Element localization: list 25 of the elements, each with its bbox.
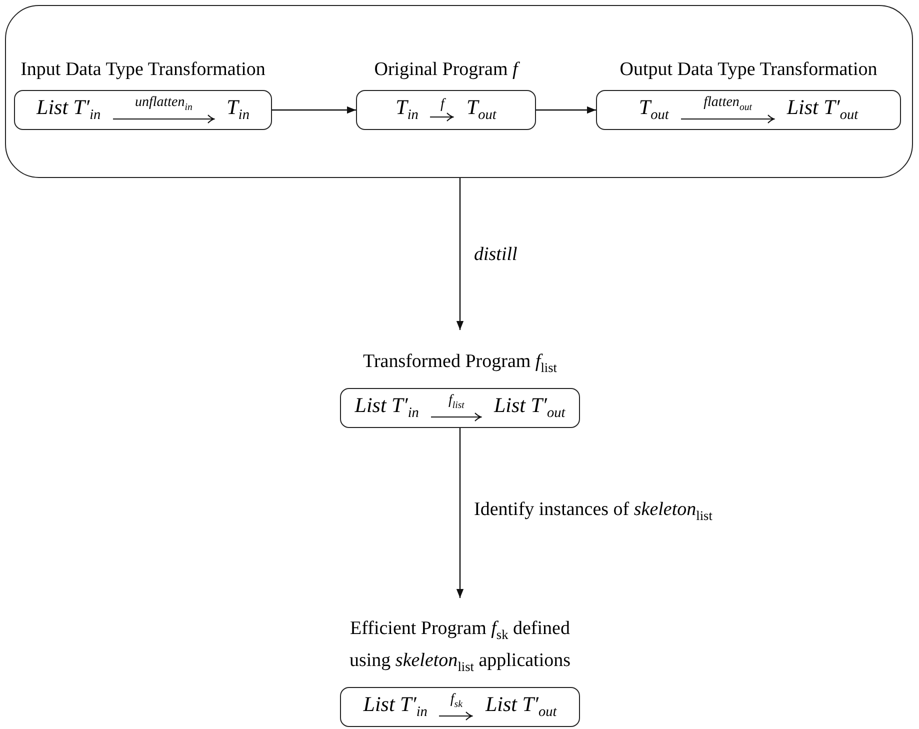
arrow [456, 428, 464, 598]
arrow [456, 178, 464, 330]
type-expression: T$_{out}$ [466, 95, 496, 125]
type-expression: T$_{out}$ [638, 95, 669, 125]
type-expression: List T′$_{in}$ [354, 393, 419, 423]
type-expression: List T′$_{out}$ [786, 95, 858, 125]
arrow-label: f [440, 98, 444, 112]
type-expression: T$_{in}$ [396, 95, 418, 125]
arrow [272, 106, 356, 114]
arrow-label: unflatten$_{in}$ [134, 96, 192, 114]
type-expression: List T′$_{out}$ [494, 393, 566, 423]
heading: Original Program f [374, 58, 518, 82]
type-expression: T$_{in}$ [226, 95, 250, 125]
type-expression: List T′$_{in}$ [36, 95, 101, 125]
heading: Output Data Type Transformation [620, 58, 878, 82]
type-expression: List T′$_{out}$ [485, 692, 557, 722]
group-panel [5, 5, 913, 178]
arrow [536, 106, 596, 114]
type-expression: List T′$_{in}$ [363, 692, 428, 722]
arrow-label: flatten$_{out}$ [704, 96, 752, 114]
arrow-label: f$_{sk}$ [450, 692, 462, 712]
heading: Efficient Program f$_{sk}$ defined using skeleton$_{list}$ applications [348, 617, 572, 676]
arrow-label: f$_{list}$ [448, 394, 464, 412]
heading: Input Data Type Transformation [20, 58, 266, 82]
heading: Transformed Program f$_{list}$ [363, 350, 557, 377]
